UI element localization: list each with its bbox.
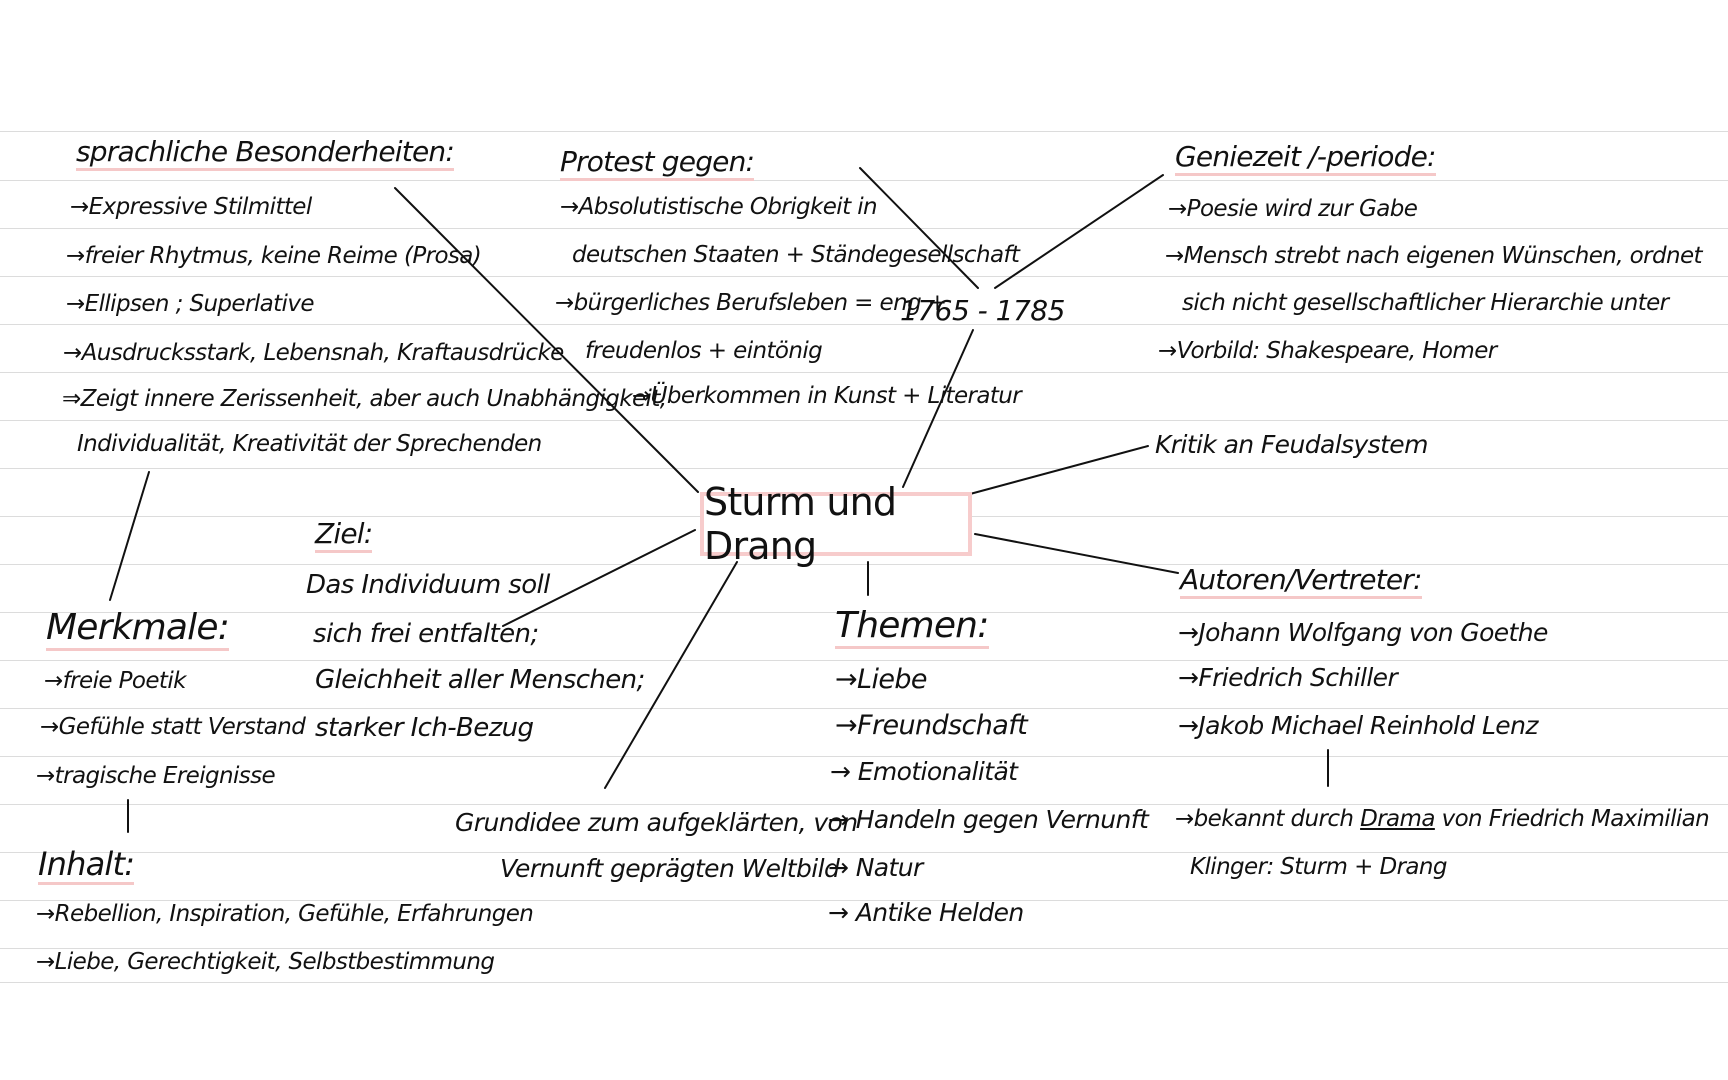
autoren-item: →Jakob Michael Reinhold Lenz [1178, 711, 1538, 740]
ruled-line [0, 756, 1728, 757]
ruled-line [0, 324, 1728, 325]
themen-item: → Handeln gegen Vernunft [828, 805, 1149, 834]
grundidee-line: Grundidee zum aufgeklärten, von [455, 808, 858, 837]
geniezeit-item: →Poesie wird zur Gabe [1168, 196, 1418, 222]
ruled-line [0, 982, 1728, 983]
ruled-line [0, 420, 1728, 421]
merkmale-item: →Gefühle statt Verstand [40, 714, 306, 740]
geniezeit-heading: Geniezeit /-periode: [1175, 143, 1436, 176]
geniezeit-item: →Vorbild: Shakespeare, Homer [1158, 338, 1497, 364]
ruled-line [0, 660, 1728, 661]
themen-item: → Natur [828, 853, 923, 882]
central-topic-title: Sturm und Drang [704, 480, 897, 568]
sprachliche-item: →Ellipsen ; Superlative [66, 291, 315, 317]
autoren-item: →Friedrich Schiller [1178, 663, 1398, 692]
themen-item: → Antike Helden [828, 898, 1024, 927]
geniezeit-item: sich nicht gesellschaftlicher Hierarchie… [1182, 290, 1669, 316]
ziel-item: starker Ich-Bezug [315, 713, 534, 743]
themen-item: →Freundschaft [835, 710, 1028, 741]
ruled-line [0, 564, 1728, 565]
protest-heading: Protest gegen: [560, 148, 755, 181]
sprachliche-heading: sprachliche Besonderheiten: [76, 138, 455, 171]
ruled-line [0, 372, 1728, 373]
sprachliche-item: ⇒Zeigt innere Zerissenheit, aber auch Un… [62, 386, 667, 412]
ruled-line [0, 948, 1728, 949]
central-topic: Sturm und Drang [700, 480, 972, 568]
ruled-line [0, 612, 1728, 613]
sprachliche-item: →Ausdrucksstark, Lebensnah, Kraftausdrüc… [63, 340, 564, 366]
sprachliche-item: Individualität, Kreativität der Sprechen… [77, 431, 542, 457]
connector-geniezeit [994, 174, 1164, 289]
ziel-heading: Ziel: [315, 520, 373, 553]
sprachliche-item: →freier Rhytmus, keine Reime (Prosa) [66, 243, 482, 269]
themen-heading: Themen: [835, 608, 989, 649]
sprachliche-item: →Expressive Stilmittel [70, 194, 312, 220]
connector-autoren [974, 533, 1179, 574]
autoren-heading: Autoren/Vertreter: [1180, 566, 1422, 599]
geniezeit-item: →Mensch strebt nach eigenen Wünschen, or… [1165, 243, 1703, 269]
ruled-line [0, 804, 1728, 805]
ruled-line [0, 900, 1728, 901]
merkmale-item: →freie Poetik [44, 668, 186, 694]
ruled-line [0, 852, 1728, 853]
ruled-line [0, 708, 1728, 709]
connector-merkmale [109, 471, 150, 601]
ziel-item: sich frei entfalten; [313, 619, 539, 649]
ziel-item: Gleichheit aller Menschen; [315, 665, 645, 695]
bekannt-drama: Drama [1360, 806, 1435, 832]
bekannt-prefix: →bekannt durch [1175, 806, 1361, 832]
ruled-line [0, 228, 1728, 229]
themen-item: → Emotionalität [830, 757, 1018, 786]
ruled-line [0, 180, 1728, 181]
autoren-bekannt: →bekannt durch Drama von Friedrich Maxim… [1175, 806, 1710, 832]
bekannt-suffix: von Friedrich Maximilian [1434, 806, 1710, 832]
merkmale-item: →tragische Ereignisse [36, 763, 276, 789]
protest-item: →Überkommen in Kunst + Literatur [632, 383, 1022, 409]
inhalt-heading: Inhalt: [38, 845, 135, 885]
epoch-dates: 1765 - 1785 [900, 294, 1065, 327]
ziel-item: Das Individuum soll [306, 570, 550, 600]
themen-item: →Liebe [835, 664, 928, 695]
inhalt-item: →Rebellion, Inspiration, Gefühle, Erfahr… [36, 901, 534, 927]
grundidee-line: Vernunft geprägten Weltbild [500, 854, 840, 883]
autoren-item: →Johann Wolfgang von Goethe [1178, 618, 1548, 647]
ruled-line [0, 276, 1728, 277]
kritik-text: Kritik an Feudalsystem [1155, 430, 1428, 459]
ruled-line [0, 131, 1728, 132]
ruled-line [0, 468, 1728, 469]
inhalt-item: →Liebe, Gerechtigkeit, Selbstbestimmung [36, 949, 495, 975]
protest-item: freudenlos + eintönig [585, 338, 823, 364]
merkmale-heading: Merkmale: [46, 610, 230, 651]
autoren-bekannt-line2: Klinger: Sturm + Drang [1190, 854, 1448, 880]
protest-item: →Absolutistische Obrigkeit in [560, 194, 878, 220]
protest-item: deutschen Staaten + Ständegesellschaft [572, 242, 1020, 268]
connector-kritik [969, 445, 1149, 495]
protest-item: →bürgerliches Berufsleben = eng + [555, 290, 947, 316]
